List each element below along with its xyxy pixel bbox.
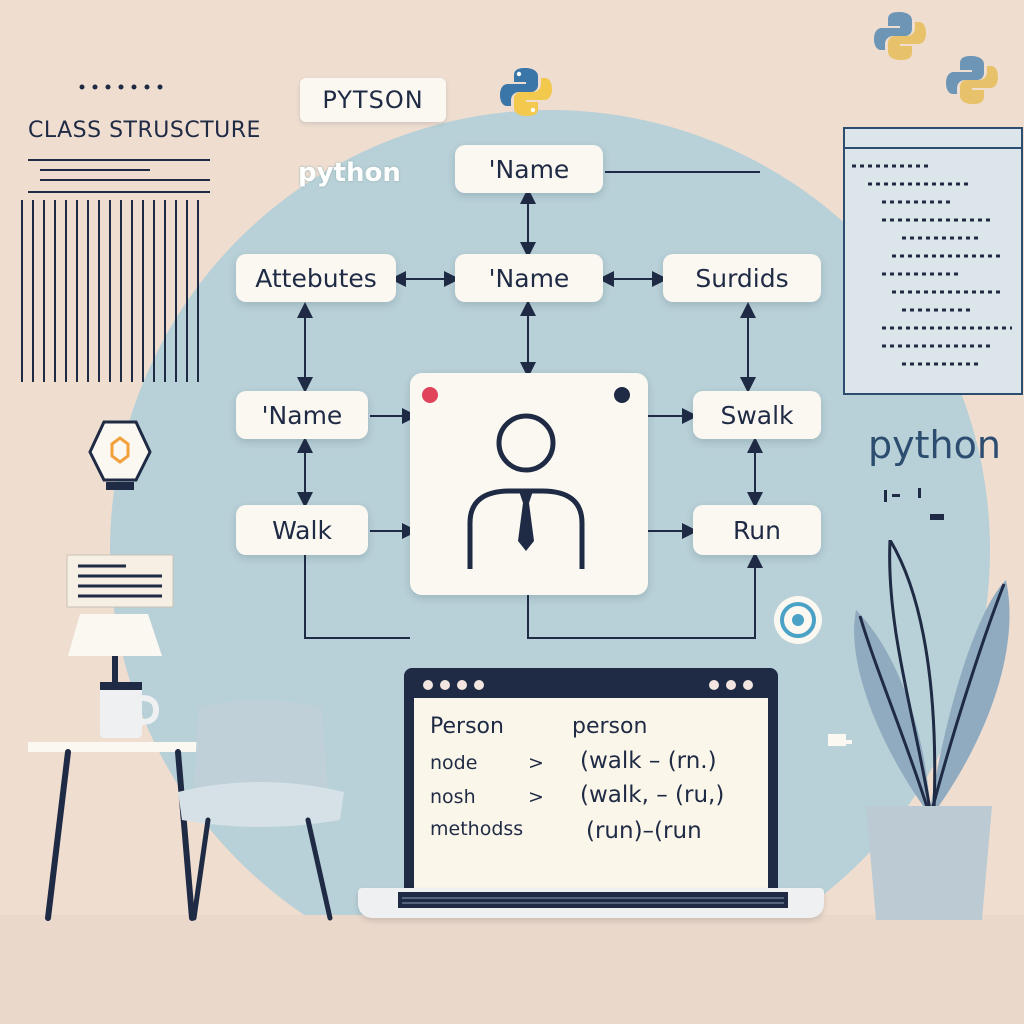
right-walk-node: Swalk	[693, 391, 821, 439]
left-name-label: 'Name	[261, 400, 343, 430]
floor	[0, 915, 1024, 1024]
code-document-panel	[843, 127, 1023, 395]
pytson-label-card: PYTSON	[300, 78, 446, 122]
pytson-label: PYTSON	[322, 86, 424, 114]
code-row1-right: (walk – (rn.)	[580, 748, 717, 774]
top-name-node: 'Name	[455, 145, 603, 193]
top-name-label: 'Name	[488, 154, 570, 184]
python-side-label: python	[868, 423, 1001, 467]
gear-hex-icon	[88, 420, 152, 490]
attributes-label: Attebutes	[255, 263, 377, 293]
desk-scene	[28, 614, 344, 921]
small-sign-icon	[828, 734, 852, 746]
right-walk-label: Swalk	[720, 400, 794, 430]
small-bracket-icons	[884, 488, 944, 520]
laptop-code-view	[414, 698, 768, 890]
laptop-keyboard	[398, 892, 788, 908]
code-row2-left: nosh	[430, 786, 476, 808]
surdids-node: Surdids	[663, 254, 821, 302]
target-icon	[774, 596, 822, 644]
code-row3-right: (run)–(run	[586, 818, 702, 844]
python-logo-icon	[946, 56, 998, 104]
code-row1-left: node	[430, 752, 478, 774]
code-row3-left: methodss	[430, 818, 524, 840]
code-col2-header: person	[572, 714, 648, 739]
surdids-label: Surdids	[695, 263, 789, 293]
window-dots-icon	[423, 680, 753, 690]
person-icon	[422, 387, 630, 569]
code-row2-right: (walk, – (ru,)	[580, 782, 725, 808]
lamp-icon	[68, 614, 162, 686]
person-class-card	[410, 373, 648, 595]
code-row2-arrow: >	[528, 786, 544, 808]
python-float-label: python	[298, 158, 401, 188]
python-logo-icon	[500, 68, 552, 116]
python-logo-icon	[874, 12, 926, 60]
right-run-label: Run	[733, 515, 781, 545]
middle-name-label: 'Name	[488, 263, 570, 293]
code-col1-header: Person	[430, 714, 504, 739]
code-row1-arrow: >	[528, 752, 544, 774]
chair-icon	[178, 700, 344, 921]
middle-name-node: 'Name	[455, 254, 603, 302]
class-structure-title: CLASS STRUSCTURE	[28, 118, 261, 143]
note-card-icon	[66, 554, 174, 608]
attributes-node: Attebutes	[236, 254, 396, 302]
left-walk-node: Walk	[236, 505, 368, 555]
left-walk-label: Walk	[272, 515, 332, 545]
left-name-node: 'Name	[236, 391, 368, 439]
mug-icon	[100, 682, 160, 738]
right-run-node: Run	[693, 505, 821, 555]
plant-icon	[854, 540, 1010, 920]
